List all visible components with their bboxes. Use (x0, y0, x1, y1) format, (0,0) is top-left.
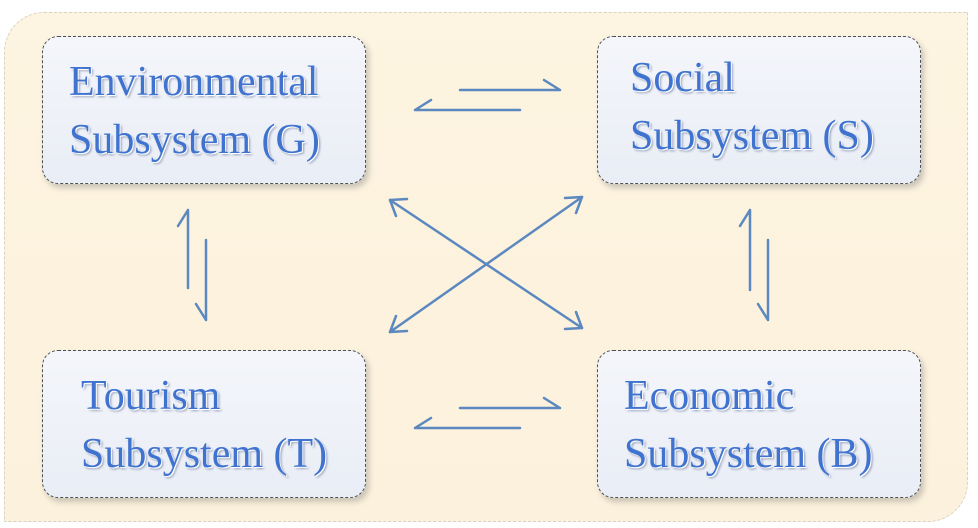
environmental-subsystem-title: Environmental (69, 59, 319, 105)
social-subsystem-node: Social Subsystem (S) (597, 36, 921, 184)
social-subsystem-label: Subsystem (S) (630, 113, 874, 159)
arrow-s-t (388, 195, 584, 334)
economic-subsystem-title: Economic (624, 373, 795, 419)
tourism-subsystem-node: Tourism Subsystem (T) (42, 350, 366, 498)
arrow-g-t (176, 208, 208, 322)
economic-subsystem-label: Subsystem (B) (624, 431, 873, 477)
tourism-subsystem-title: Tourism (81, 373, 221, 419)
tourism-subsystem-label: Subsystem (T) (81, 431, 328, 477)
arrow-s-b (738, 208, 770, 322)
social-subsystem-title: Social (630, 55, 735, 101)
arrow-g-s (413, 78, 562, 112)
environmental-subsystem-label: Subsystem (G) (69, 117, 320, 163)
environmental-subsystem-node: Environmental Subsystem (G) (42, 36, 366, 184)
economic-subsystem-node: Economic Subsystem (B) (597, 350, 921, 498)
arrow-t-b (413, 396, 562, 430)
